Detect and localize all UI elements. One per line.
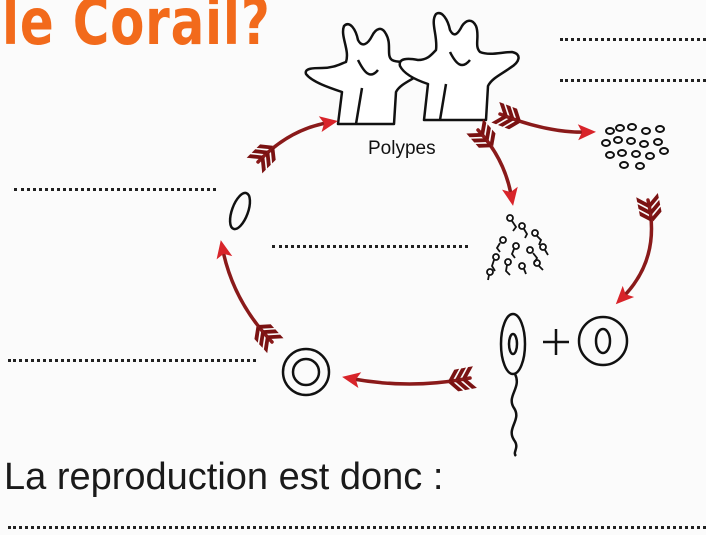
arrow-polyp-to-larvae — [466, 119, 521, 207]
larvae-cluster-icon — [487, 215, 548, 280]
zygote-icon — [283, 349, 329, 395]
sperm-cell-icon — [501, 314, 525, 456]
arrow-planula-to-polyp — [247, 113, 340, 173]
planula-icon — [226, 190, 254, 231]
plus-sign-icon — [543, 329, 569, 355]
arrow-gametes-to-zygote — [341, 366, 477, 393]
arrow-zygote-to-planula — [213, 239, 284, 354]
egg-cell-icon — [579, 317, 627, 365]
arrow-eggs-to-gametes — [610, 193, 663, 310]
arrow-polyp-to-eggs — [491, 102, 596, 140]
cycle-arrows — [213, 102, 663, 393]
egg-cluster-icon — [602, 124, 668, 169]
